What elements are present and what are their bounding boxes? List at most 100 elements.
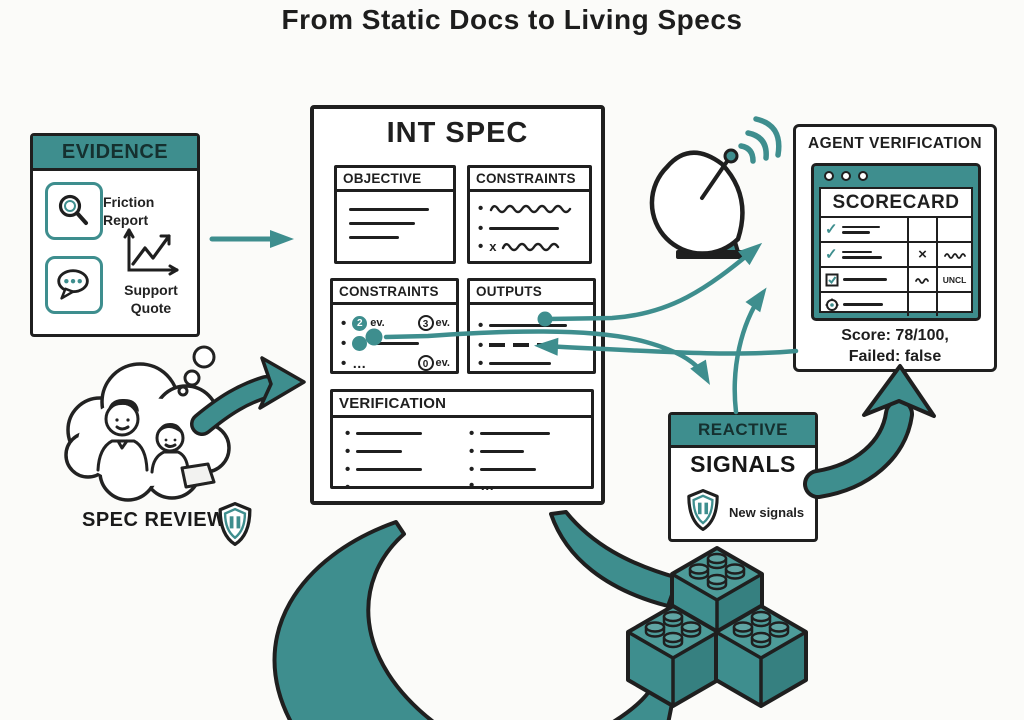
page-title: From Static Docs to Living Specs — [281, 4, 743, 35]
verification-row — [467, 444, 525, 458]
scorecard-cell — [936, 243, 971, 266]
output-row — [476, 337, 587, 353]
verification-row — [467, 426, 551, 440]
evidence-unit: ev. — [370, 317, 385, 329]
thought-bubble — [64, 345, 231, 502]
ellipsis: … — [480, 477, 496, 493]
window-dot — [858, 171, 868, 181]
int-spec-title: INT SPEC — [386, 117, 529, 149]
agent-verification-title: AGENT VERIFICATION — [808, 135, 982, 152]
magnifier-icon — [45, 182, 103, 240]
evidence-item-label: Support Quote — [124, 282, 178, 316]
window-dot — [841, 171, 851, 181]
evidence-unit: ev. — [435, 317, 450, 329]
cross-icon: × — [918, 246, 927, 263]
scribble-line — [501, 242, 559, 252]
constraint-row — [476, 220, 583, 236]
shield-icon — [685, 489, 721, 531]
outputs-header: OUTPUTS — [470, 281, 593, 305]
ellipsis: … — [352, 355, 368, 371]
score-line: Score: 78/100, — [841, 327, 949, 344]
evidence-unit: ev. — [435, 357, 450, 369]
verification-row — [343, 444, 403, 458]
scorecard-cell — [936, 293, 971, 316]
checkbox-icon — [825, 273, 839, 286]
verification-row — [343, 480, 409, 494]
verification-row: … — [467, 478, 495, 492]
reactive-note: New signals — [729, 505, 805, 520]
text-line — [489, 361, 552, 365]
scorecard-row — [821, 293, 971, 316]
scribble-line — [490, 204, 572, 214]
constraint-row: 2 ev. 3 ev. — [339, 315, 450, 331]
output-row — [476, 317, 587, 333]
verification-row — [343, 462, 423, 476]
reactive-to-agent-curve — [732, 287, 767, 415]
reactive-header: REACTIVE — [671, 415, 815, 448]
satellite-dish-icon — [649, 116, 782, 259]
people-illustration — [96, 398, 216, 489]
reactive-signals-card: REACTIVE SIGNALS New signals — [668, 412, 818, 542]
constraint-row: x — [476, 238, 583, 254]
scorecard-cell: UNCL — [936, 268, 971, 291]
failed-line: Failed: false — [848, 348, 942, 365]
verification-row — [467, 462, 537, 476]
reactive-title: SIGNALS — [690, 451, 796, 477]
shield-icon — [216, 502, 254, 546]
scorecard-window: SCORECARD ✓ ✓ × — [811, 163, 981, 321]
scorecard-row: ✓ — [821, 218, 971, 243]
evidence-count-ring: 3 — [417, 315, 434, 331]
constraint-row: … 0 ev. — [339, 355, 450, 371]
cycle-ribbon — [272, 510, 682, 720]
speech-bubble-glyph — [57, 269, 89, 300]
text-line — [489, 226, 560, 230]
scorecard-cell — [907, 293, 936, 316]
scorecard-row: ✓ × — [821, 243, 971, 268]
magnifier-glyph — [58, 194, 88, 225]
verification-row — [343, 426, 423, 440]
agent-verification-card: AGENT VERIFICATION SCORECARD ✓ ✓ × — [793, 124, 997, 372]
output-row — [476, 355, 587, 371]
text-line — [349, 236, 399, 239]
objective-section: OBJECTIVE — [334, 165, 456, 264]
trend-chart-icon — [123, 228, 179, 276]
uncl-label: UNCL — [942, 274, 967, 285]
constraints-header: CONSTRAINTS — [470, 168, 589, 192]
evidence-header: EVIDENCE — [33, 136, 197, 171]
evidence-card: EVIDENCE Friction Report Su — [30, 133, 200, 337]
x-mark: x — [489, 238, 497, 254]
constraints-bottom-section: CONSTRAINTS 2 ev. 3 ev. … 0 ev. — [330, 278, 459, 374]
scorecard-cell — [907, 218, 936, 241]
check-icon: ✓ — [825, 221, 838, 238]
verification-header: VERIFICATION — [333, 392, 591, 418]
text-line — [371, 341, 420, 345]
text-line — [349, 208, 429, 211]
scorecard-sheet: SCORECARD ✓ ✓ × — [819, 187, 973, 316]
text-line — [489, 323, 568, 327]
verification-section: VERIFICATION … — [330, 389, 594, 492]
constraints-top-section: CONSTRAINTS x — [467, 165, 592, 264]
scribble-icon — [943, 252, 966, 259]
int-spec-card: INT SPEC OBJECTIVE CONSTRAINTS x — [310, 105, 605, 505]
scorecard-title: SCORECARD — [821, 189, 971, 218]
spec-review-label: SPEC REVIEW — [82, 509, 227, 531]
evidence-count-badge: 2 — [352, 315, 368, 331]
trace-dot — [352, 335, 368, 351]
text-line — [349, 222, 415, 225]
scorecard-cell: × — [907, 243, 936, 266]
scorecard-row: UNCL — [821, 268, 971, 293]
objective-header: OBJECTIVE — [337, 168, 453, 192]
constraint-row — [339, 335, 450, 351]
window-dot — [824, 171, 834, 181]
gear-icon — [825, 298, 839, 311]
scorecard-cell — [907, 268, 936, 291]
constraints-header: CONSTRAINTS — [333, 281, 456, 305]
dashed-line — [489, 343, 556, 347]
speech-bubble-icon — [45, 256, 103, 314]
check-icon: ✓ — [825, 246, 838, 263]
scorecard-cell — [936, 218, 971, 241]
constraint-row — [476, 200, 583, 216]
scribble-icon — [914, 277, 929, 284]
evidence-count-ring: 0 — [417, 355, 434, 371]
